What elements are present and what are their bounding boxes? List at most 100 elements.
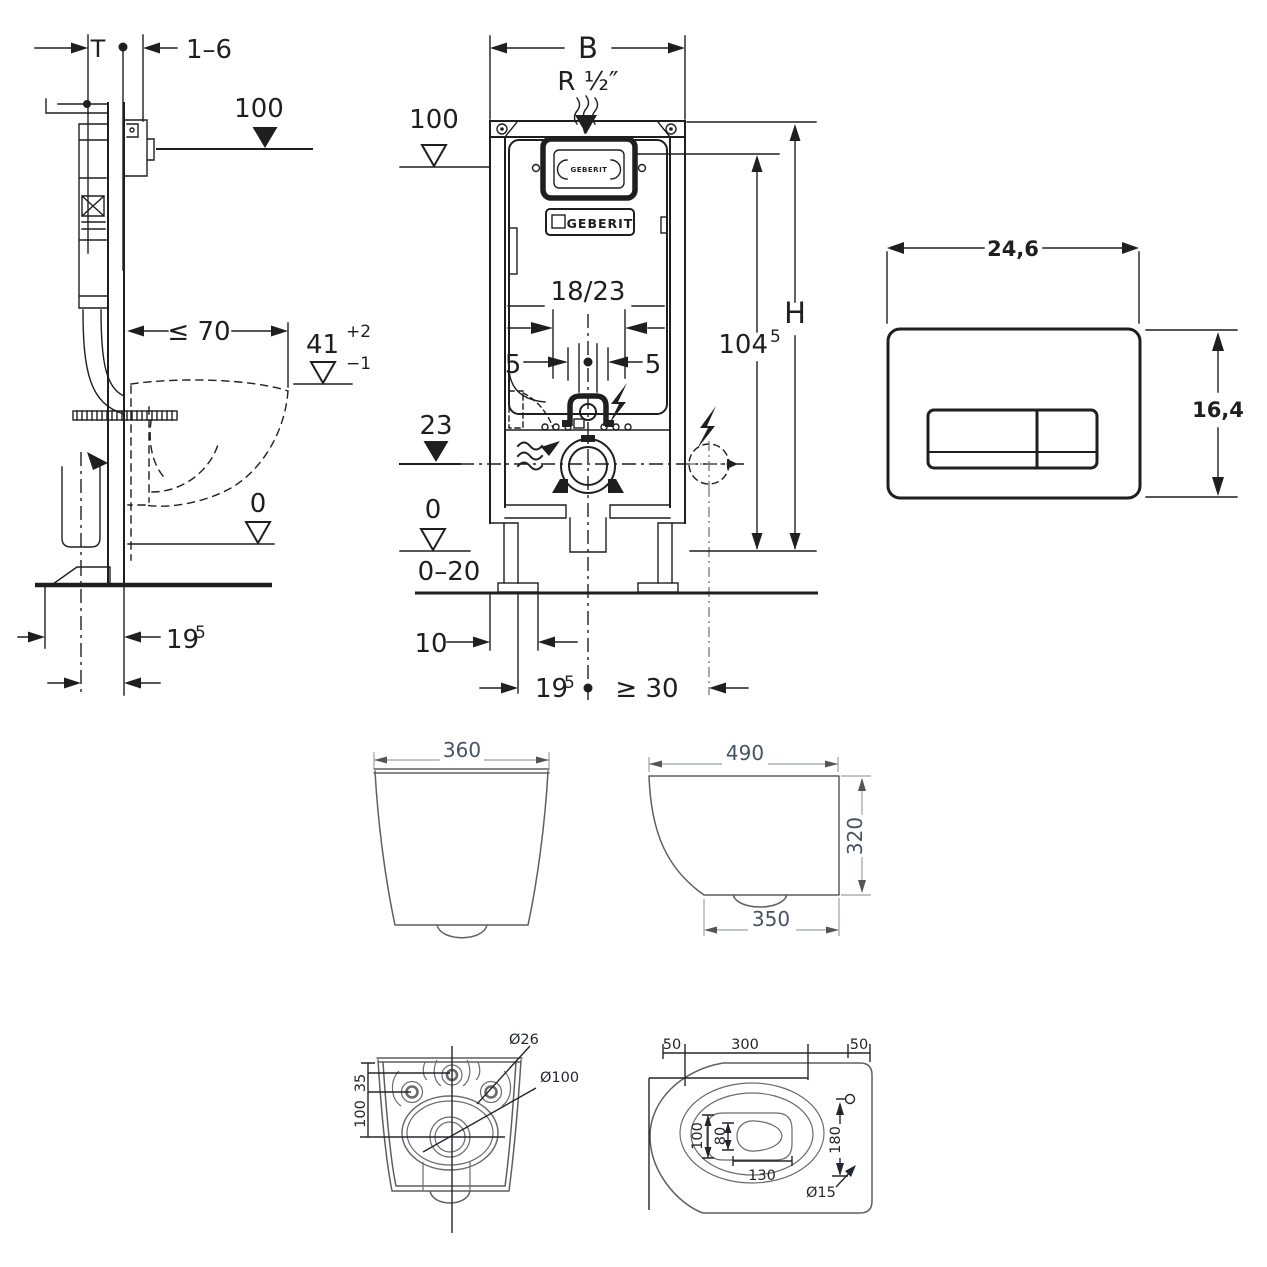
arrow-left-icon — [704, 926, 717, 934]
dim-label-180: 180 — [828, 1126, 844, 1154]
top-dimension-lines — [34, 34, 178, 271]
side-clip — [660, 216, 668, 234]
foot-plate — [637, 582, 679, 593]
dim-label-50-left: 50 — [663, 1037, 681, 1053]
frame-side-view: T 1–6 100 0 ≤ 70 41 +2 −1 — [17, 34, 371, 696]
arrow-right-icon — [531, 322, 553, 334]
arrow-right-icon — [271, 325, 288, 337]
arrow-left-icon — [127, 325, 144, 337]
clamp-foot — [605, 420, 614, 427]
dim-label-19-sup: 5 — [564, 673, 575, 693]
supply-point-cross — [686, 441, 732, 695]
arrow-left-icon — [490, 42, 507, 54]
arrow-down-icon — [575, 115, 597, 134]
arrow-down-icon — [704, 1147, 712, 1158]
arrow-down-icon — [858, 880, 866, 893]
housing-bolt — [129, 127, 135, 133]
dim-label-min-30: ≥ 30 — [615, 674, 678, 704]
dim-5-lines — [523, 343, 643, 393]
dim-label-zero: 0 — [250, 489, 267, 519]
dim-label-plate-height: 16,4 — [1192, 398, 1244, 422]
dim-130-lines — [732, 1156, 793, 1166]
arrow-left-icon — [608, 356, 628, 368]
cistern-profile — [78, 123, 109, 309]
dim-label-360: 360 — [443, 738, 481, 762]
pipe-clamp-hole — [579, 403, 597, 421]
water-arrow-icon — [541, 441, 560, 456]
side-screw — [531, 163, 541, 173]
dim-label-depth-70: ≤ 70 — [167, 317, 230, 347]
dim-label-23: 23 — [419, 411, 452, 441]
arrow-right-icon — [28, 631, 45, 643]
arrow-up-icon — [724, 1123, 732, 1133]
dim-label-inner-100: 100 — [690, 1122, 706, 1150]
arrow-right-icon — [825, 760, 838, 768]
clamp-foot — [562, 420, 571, 427]
dim-label-35: 35 — [353, 1074, 369, 1092]
rear-dim-lines — [361, 1062, 450, 1137]
dim-label-plate-width: 24,6 — [987, 237, 1039, 261]
below-floor-ext — [489, 592, 539, 694]
arrow-right-icon — [727, 459, 738, 469]
dim-350-lines — [703, 898, 840, 936]
dim-label-d26: Ø26 — [509, 1032, 539, 1048]
arrow-down-icon — [751, 533, 763, 550]
bend-tab — [581, 435, 595, 442]
below-floor-ext-lines — [17, 584, 161, 696]
logo-plate — [545, 208, 635, 236]
arrow-right-icon — [1122, 242, 1139, 254]
top-dim-lines — [662, 1044, 871, 1086]
arrow-down-icon — [1212, 477, 1224, 496]
dim-360-lines — [373, 752, 550, 768]
frame-front-view: B R ½″ 100 GEBERIT GEBERIT 18/23 5 5 — [399, 31, 818, 704]
arrow-right-icon — [473, 636, 490, 648]
level-triangle-filled-icon — [423, 441, 449, 462]
corner-bolt — [665, 123, 677, 135]
brand-text-small: GEBERIT — [571, 166, 608, 174]
dim-label-gap-1-6: 1–6 — [186, 35, 232, 65]
level-triangle-open-icon — [309, 361, 337, 386]
leader-lines — [422, 1045, 537, 1153]
dim-label-h: H — [784, 296, 806, 330]
dim-label-100: 100 — [409, 105, 459, 135]
flush-bend-housing — [123, 119, 155, 177]
leader-arrow-icon — [845, 1165, 856, 1177]
flow-arrow-icon — [87, 452, 108, 470]
arrow-down-icon — [724, 1140, 732, 1150]
flush-plate-view: 24,6 16,4 — [886, 237, 1244, 500]
dim-label-41: 41 — [306, 330, 339, 360]
dim-label-41-tol-plus: +2 — [346, 322, 371, 342]
foot-plate — [497, 582, 539, 593]
arrow-right-icon — [668, 42, 685, 54]
arrow-left-icon — [374, 756, 387, 764]
dim-label-5-right: 5 — [645, 350, 662, 380]
drain-pipe — [569, 517, 607, 553]
side-screw — [637, 163, 647, 173]
bowl-rear-outline — [376, 1057, 523, 1204]
arrow-left-icon — [625, 322, 647, 334]
dim-line-depth-70 — [143, 322, 289, 388]
dim-label-350: 350 — [752, 907, 790, 931]
cutout-profiles — [391, 1059, 512, 1107]
bend-lug — [608, 479, 624, 493]
bowl-side-view: 490 320 350 — [648, 741, 871, 936]
seat-hole — [844, 1093, 856, 1105]
dim-label-130: 130 — [748, 1168, 776, 1184]
supply-knockout-dashed — [508, 390, 524, 429]
rail-profile — [107, 102, 125, 584]
water-surface — [736, 1120, 783, 1152]
bowl-rear-view: 35 100 Ø26 Ø100 — [353, 1032, 579, 1233]
arrow-left-icon — [649, 760, 662, 768]
bowl-dashed-outline — [127, 379, 289, 561]
corner-bolt-dot — [669, 127, 673, 131]
flush-pipe-bend — [82, 309, 125, 415]
bowl-front-view: 360 — [373, 738, 550, 939]
arrow-right-icon — [548, 356, 568, 368]
cistern-inner-corner — [508, 367, 546, 403]
service-window-frame — [540, 136, 638, 201]
dim-label-zero: 0 — [425, 495, 442, 525]
bowl-front-outline — [373, 768, 550, 939]
dim-490-lines — [648, 757, 839, 772]
supply-hose-dashed — [522, 392, 554, 429]
